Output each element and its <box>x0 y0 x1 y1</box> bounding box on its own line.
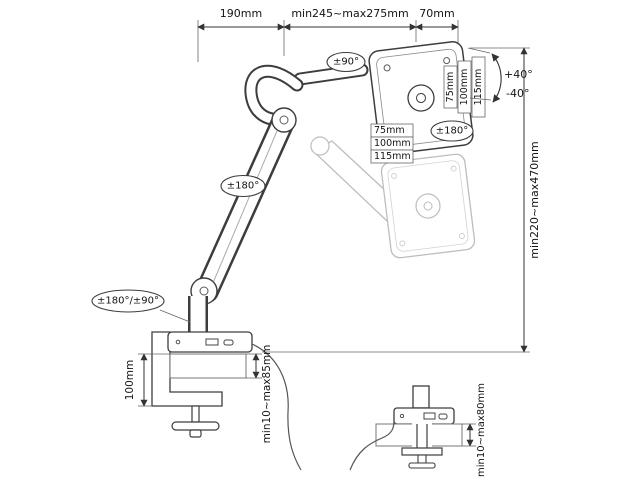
grommet-mount: min10~max80mm <box>349 383 487 477</box>
vesa-115mm-vertical: 115mm <box>473 69 484 106</box>
grommet-screw <box>417 454 427 464</box>
clamp-height-label: 100mm <box>124 360 136 401</box>
tilt-arc <box>491 53 502 103</box>
label-box <box>471 56 486 118</box>
grommet-bracket <box>401 447 443 456</box>
label-box <box>443 65 458 109</box>
usb-c-port <box>438 413 448 420</box>
ghost-screw-hole <box>399 240 406 247</box>
arm-upper-joint <box>271 107 297 133</box>
ghost-screw-hole <box>450 165 457 172</box>
usb-c-port <box>223 339 234 346</box>
ghost-vesa-plate <box>380 153 476 259</box>
grommet-wing-nut <box>408 462 436 469</box>
dim-label-190mm: 190mm <box>220 7 262 20</box>
power-cable <box>349 420 395 471</box>
vesa-screw-hole <box>443 57 451 65</box>
ghost-screw-hole <box>458 233 465 240</box>
dim-label-245-275mm: min245~max275mm <box>291 7 408 20</box>
vesa-plate-hub-center <box>416 93 426 103</box>
arm-spring-line <box>212 130 278 284</box>
vesa-100mm-vertical: 100mm <box>459 69 470 106</box>
arm-lower-joint-axis <box>199 286 209 296</box>
height-dimension: min220~max470mm <box>262 47 541 353</box>
clamp-screw-knob <box>189 429 202 438</box>
desk-slab <box>169 353 247 379</box>
vesa-size-labels-horizontal: 75mm 100mm 115mm <box>370 123 414 164</box>
grommet-hole-gap <box>412 423 432 447</box>
tilt-up-label: +40° <box>504 68 533 81</box>
rotation-oval <box>91 289 165 313</box>
ghost-plate-outline <box>380 153 476 259</box>
vesa-screw-hole <box>383 64 391 72</box>
label-box <box>457 60 472 114</box>
base-rotation-indicator: ±180°/±90° <box>91 289 191 323</box>
grommet-pole <box>412 385 430 409</box>
rotation-oval <box>220 174 266 198</box>
arm-rotation-indicator: ±180° <box>220 174 266 198</box>
ghost-arm-joint <box>310 136 330 156</box>
vesa-100mm-horizontal: 100mm <box>374 138 411 149</box>
base-rotation-label: ±180°/±90° <box>97 296 159 307</box>
rotation-oval <box>326 51 366 73</box>
arm-upper-joint-axis <box>279 115 289 125</box>
led-indicator <box>175 339 181 345</box>
vesa-75mm-horizontal: 75mm <box>374 125 405 136</box>
clamp-screw-rod <box>191 405 200 423</box>
monitor-arm <box>188 63 369 336</box>
pointer-line <box>159 309 191 323</box>
vesa-size-labels-vertical: 75mm 100mm 115mm <box>443 56 486 118</box>
vesa-75mm-vertical: 75mm <box>445 72 456 103</box>
top-dimensions: 190mm min245~max275mm 70mm <box>197 7 459 62</box>
link-rotation-indicator: ±90° <box>326 51 366 73</box>
tilt-down-label: -40° <box>506 87 529 100</box>
arm-hook-fill <box>246 66 302 124</box>
led-indicator <box>399 413 405 419</box>
power-cable <box>251 343 302 471</box>
clamp-screw-handle <box>171 421 220 431</box>
rotation-oval <box>430 120 474 142</box>
extension-line <box>467 47 491 54</box>
grommet-desk-thickness-label: min10~max80mm <box>476 383 487 477</box>
clamp-desk-thickness-label: min10~max85mm <box>261 345 273 444</box>
vesa-rotation-label: ±180° <box>436 126 468 137</box>
vesa-115mm-horizontal: 115mm <box>374 151 411 162</box>
usb-a-port <box>423 412 436 420</box>
height-range-label: min220~max470mm <box>528 141 541 258</box>
ghost-screw-hole <box>391 172 398 179</box>
usb-base-module <box>167 331 253 353</box>
dim-label-70mm: 70mm <box>419 7 454 20</box>
desk-clamp <box>151 331 302 471</box>
usb-a-port <box>205 338 219 346</box>
clamp-dimensions: 100mm min10~max85mm <box>124 345 273 444</box>
ghost-plate-hub <box>415 193 441 219</box>
ghost-plate-hub-center <box>423 201 433 211</box>
vesa-plate-hub <box>407 84 435 112</box>
extension-line <box>469 97 492 101</box>
ghost-plate-inner <box>387 160 469 252</box>
ghost-arm-position <box>310 136 476 259</box>
label-box <box>370 149 414 164</box>
arm-rotation-label: ±180° <box>227 181 259 192</box>
vesa-rotation-indicator: ±180° <box>430 120 474 142</box>
link-rotation-label: ±90° <box>333 57 359 68</box>
